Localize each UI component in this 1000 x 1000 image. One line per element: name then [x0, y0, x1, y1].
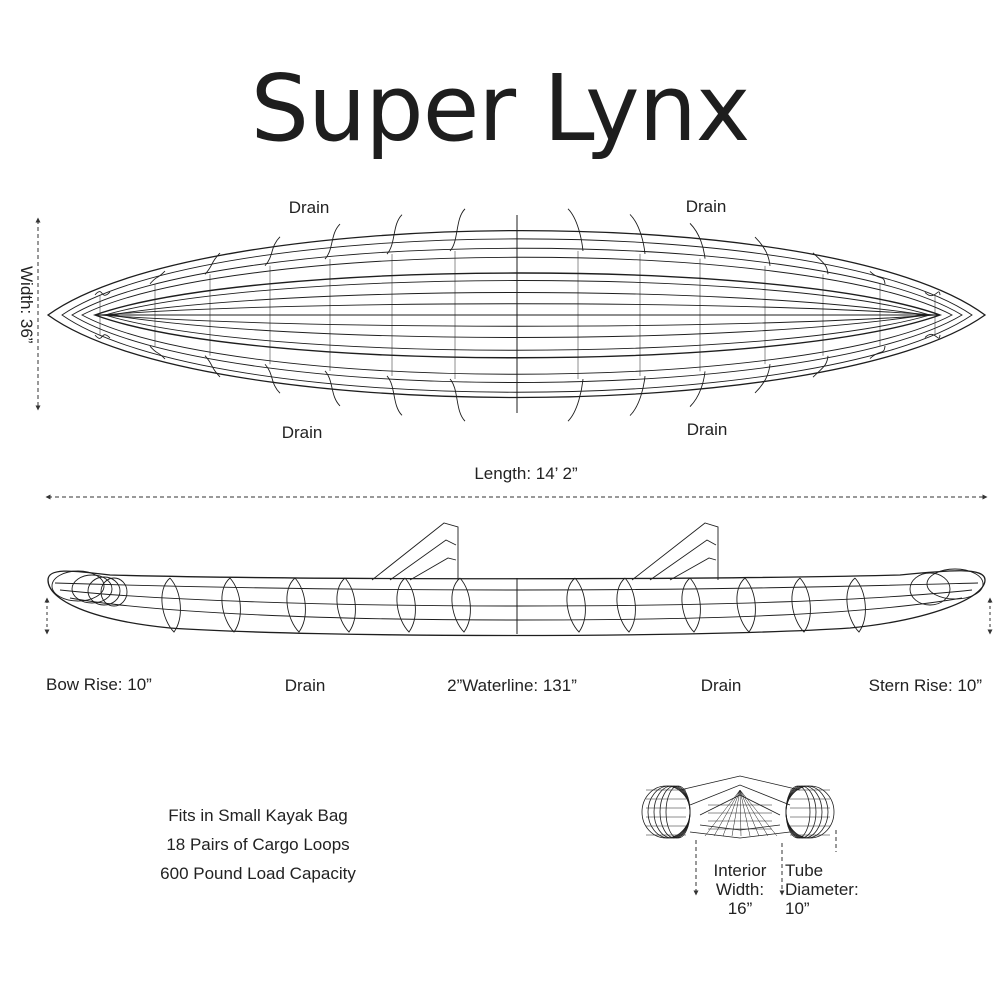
- rib: [869, 271, 886, 285]
- rib: [689, 223, 706, 259]
- drain-label-top-left: Drain: [288, 198, 330, 217]
- drain-label-top-right: Drain: [685, 197, 727, 216]
- top-outer-hull: [46, 229, 987, 399]
- tube-ring: [785, 785, 811, 839]
- bow-rise-label: Bow Rise: 10”: [46, 675, 152, 694]
- side-rib: [286, 577, 306, 633]
- rib: [812, 355, 829, 378]
- side-rib: [616, 577, 636, 633]
- rib: [689, 371, 706, 407]
- tube-ring: [659, 785, 691, 839]
- rib: [204, 252, 221, 275]
- rib: [567, 208, 584, 252]
- rib: [629, 376, 646, 416]
- rib: [94, 291, 111, 296]
- feature-item: 18 Pairs of Cargo Loops: [166, 835, 350, 854]
- rib: [924, 333, 941, 339]
- stern-rise-label: Stern Rise: 10”: [868, 676, 982, 695]
- cross-section-grid: [704, 789, 778, 837]
- rib: [754, 364, 771, 394]
- rib: [264, 236, 281, 267]
- rib: [324, 370, 341, 407]
- tube-ring: [653, 785, 691, 839]
- side-rib: [736, 577, 756, 633]
- rib: [924, 291, 941, 297]
- seat-backrest-front: [371, 522, 459, 581]
- tube-diameter-label: Tube Diameter: 10”: [785, 861, 859, 918]
- side-rib: [791, 577, 811, 633]
- side-rib: [396, 577, 416, 633]
- drain-label-bottom-left: Drain: [281, 423, 323, 442]
- rib: [812, 252, 829, 275]
- side-rib: [566, 577, 586, 633]
- waterline-label: 2”Waterline: 131”: [447, 676, 577, 695]
- page-title: Super Lynx: [250, 55, 751, 162]
- rib: [754, 236, 771, 266]
- drain-label-bottom-right: Drain: [686, 420, 728, 439]
- rib: [204, 355, 221, 378]
- rib: [94, 334, 111, 339]
- side-rib: [681, 577, 701, 633]
- rib: [449, 378, 466, 422]
- kayak-top-view: [46, 208, 987, 422]
- seat-backrest-rear: [631, 522, 719, 581]
- length-label: Length: 14’ 2”: [474, 464, 578, 483]
- rib: [324, 223, 341, 260]
- kayak-side-view: [47, 522, 986, 637]
- interior-width-label: Interior Width: 16”: [713, 861, 767, 918]
- drain-label-side-left: Drain: [284, 676, 326, 695]
- drain-label-side-right: Drain: [700, 676, 742, 695]
- rib: [264, 363, 281, 394]
- side-rib: [846, 577, 866, 633]
- side-view-ribs: [161, 577, 866, 633]
- side-rib: [221, 577, 241, 633]
- tube-ring: [665, 785, 691, 839]
- rib: [869, 345, 886, 359]
- rib: [386, 375, 403, 416]
- cross-section-tubes: [641, 785, 835, 839]
- rib: [386, 214, 403, 255]
- side-rib: [161, 577, 181, 633]
- rib: [149, 270, 166, 285]
- side-rib: [336, 577, 356, 633]
- features-list: Fits in Small Kayak Bag 18 Pairs of Carg…: [128, 801, 388, 888]
- rib: [449, 208, 466, 252]
- feature-item: Fits in Small Kayak Bag: [168, 806, 348, 825]
- feature-item: 600 Pound Load Capacity: [160, 864, 356, 883]
- rib: [629, 214, 646, 254]
- tube-ring: [785, 785, 817, 839]
- side-rib: [451, 577, 471, 633]
- rib: [149, 345, 166, 360]
- rib: [567, 378, 584, 422]
- top-view-ribs: [94, 208, 941, 422]
- tube-ring: [785, 785, 823, 839]
- kayak-cross-section: [641, 775, 835, 839]
